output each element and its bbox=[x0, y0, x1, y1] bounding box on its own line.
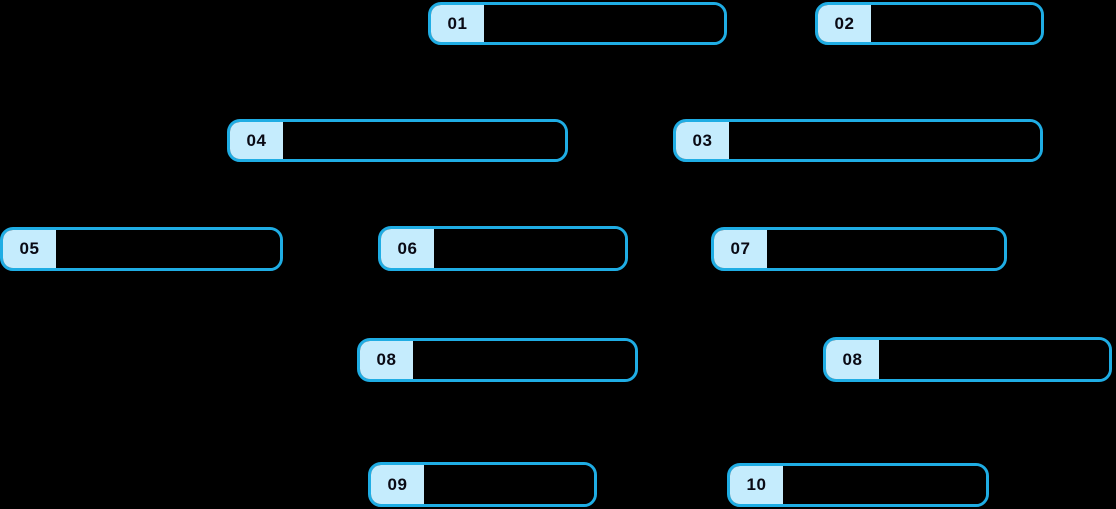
node-number-badge: 05 bbox=[3, 230, 56, 268]
node-number-badge: 04 bbox=[230, 122, 283, 159]
node-body bbox=[413, 341, 635, 379]
node-number-badge: 01 bbox=[431, 5, 484, 42]
node-body bbox=[484, 5, 724, 42]
node-body bbox=[879, 340, 1109, 379]
flow-node-09[interactable]: 09 bbox=[368, 462, 597, 507]
node-body bbox=[56, 230, 280, 268]
node-body bbox=[283, 122, 565, 159]
node-number-badge: 10 bbox=[730, 466, 783, 504]
flow-node-07[interactable]: 07 bbox=[711, 227, 1007, 271]
flow-node-03[interactable]: 03 bbox=[673, 119, 1043, 162]
node-number-badge: 06 bbox=[381, 229, 434, 268]
flow-node-05[interactable]: 05 bbox=[0, 227, 283, 271]
node-number-badge: 02 bbox=[818, 5, 871, 42]
node-body bbox=[783, 466, 986, 504]
flow-node-01[interactable]: 01 bbox=[428, 2, 727, 45]
node-number-badge: 08 bbox=[826, 340, 879, 379]
node-number-badge: 03 bbox=[676, 122, 729, 159]
node-body bbox=[871, 5, 1041, 42]
node-body bbox=[434, 229, 625, 268]
flow-node-10[interactable]: 10 bbox=[727, 463, 989, 507]
node-body bbox=[424, 465, 594, 504]
node-body bbox=[729, 122, 1040, 159]
node-number-badge: 07 bbox=[714, 230, 767, 268]
flow-node-04[interactable]: 04 bbox=[227, 119, 568, 162]
flow-node-06[interactable]: 06 bbox=[378, 226, 628, 271]
node-body bbox=[767, 230, 1004, 268]
node-number-badge: 09 bbox=[371, 465, 424, 504]
node-number-badge: 08 bbox=[360, 341, 413, 379]
flow-node-08-left[interactable]: 08 bbox=[357, 338, 638, 382]
flow-node-08-right[interactable]: 08 bbox=[823, 337, 1112, 382]
flow-node-02[interactable]: 02 bbox=[815, 2, 1044, 45]
